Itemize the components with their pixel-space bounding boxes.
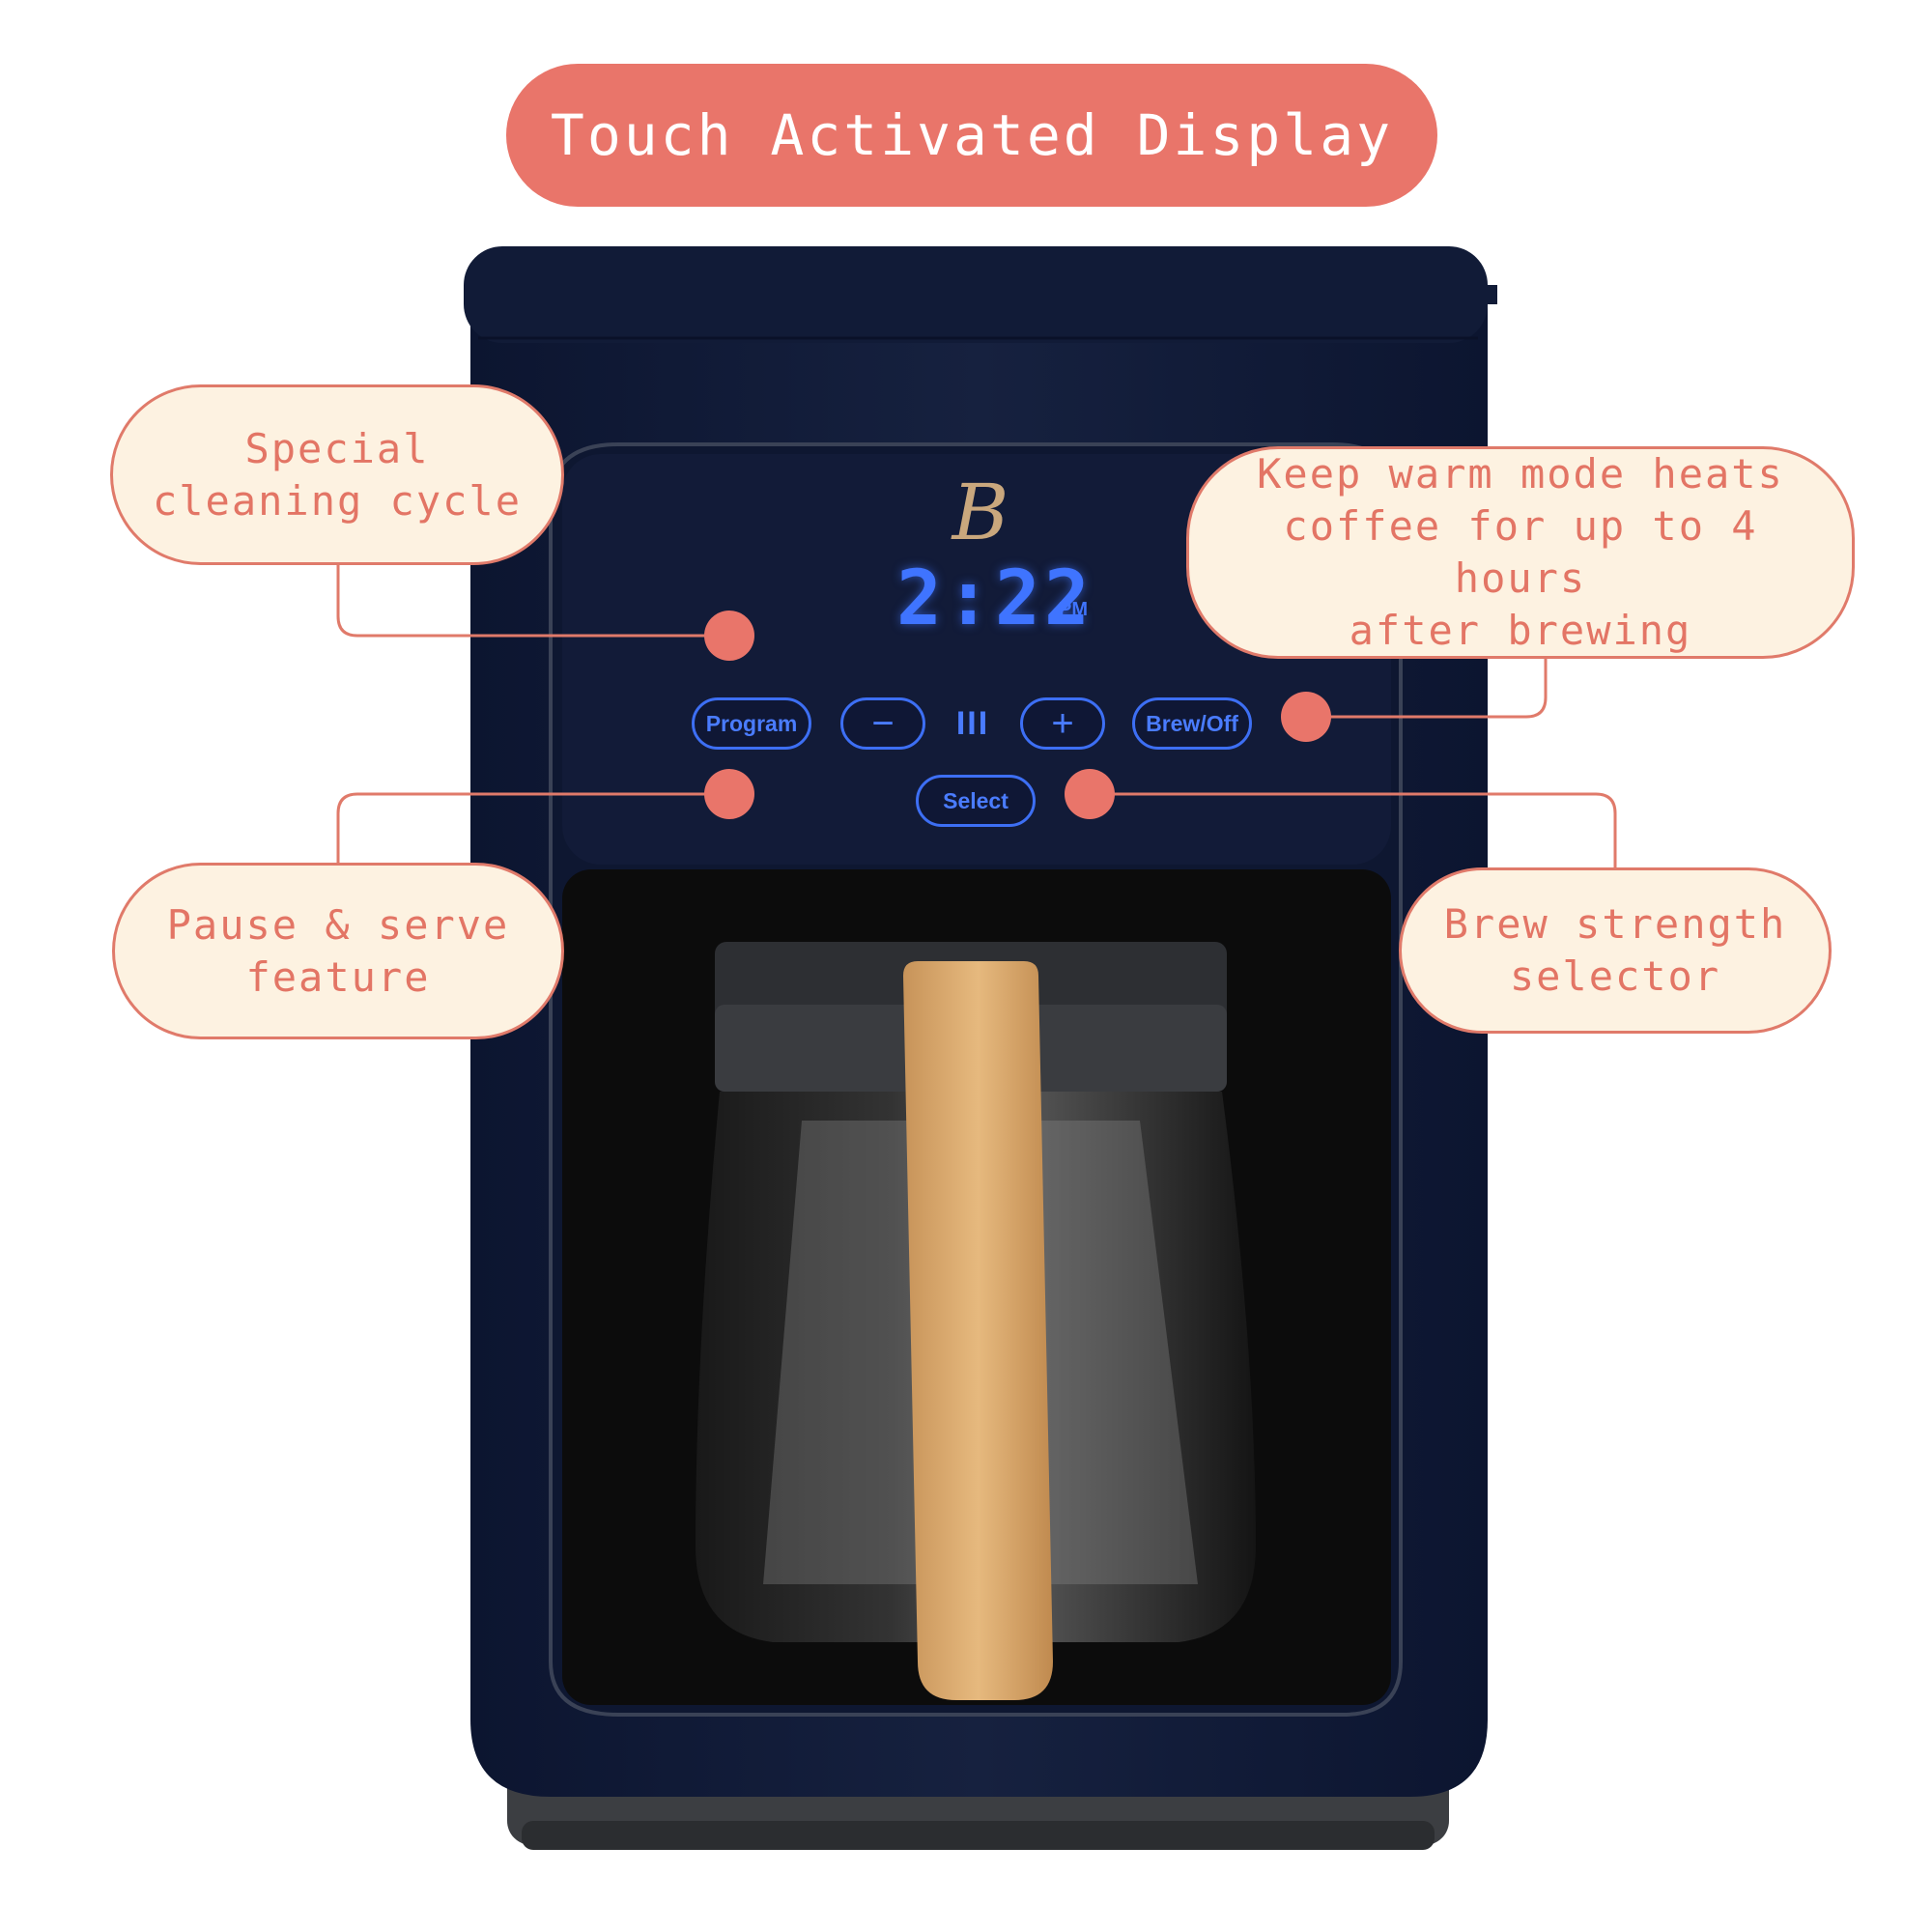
plus-button[interactable]: +	[1020, 697, 1105, 750]
callout-cleaning-cycle: Special cleaning cycle	[110, 384, 564, 565]
minus-button[interactable]: −	[840, 697, 925, 750]
pause-marker	[704, 769, 754, 819]
keep-warm-marker	[1281, 692, 1331, 742]
callout-keep-warm: Keep warm mode heats coffee for up to 4 …	[1186, 446, 1855, 659]
feature-title: Touch Activated Display	[506, 64, 1437, 207]
feature-title-text: Touch Activated Display	[550, 102, 1394, 168]
select-button[interactable]: Select	[916, 775, 1036, 827]
meridiem-indicator: PM	[1059, 599, 1088, 620]
program-button[interactable]: Program	[692, 697, 811, 750]
cleaning-marker	[704, 611, 754, 661]
strength-indicator: III	[955, 704, 990, 742]
callout-pause-serve: Pause & serve feature	[112, 863, 564, 1039]
callout-brew-strength: Brew strength selector	[1399, 867, 1832, 1034]
clock-display: 2:22	[896, 555, 1094, 642]
lid	[464, 246, 1488, 343]
brew-off-button[interactable]: Brew/Off	[1132, 697, 1252, 750]
strength-marker	[1065, 769, 1115, 819]
brand-logo: B	[952, 467, 1009, 557]
carafe-handle	[903, 961, 1053, 1700]
